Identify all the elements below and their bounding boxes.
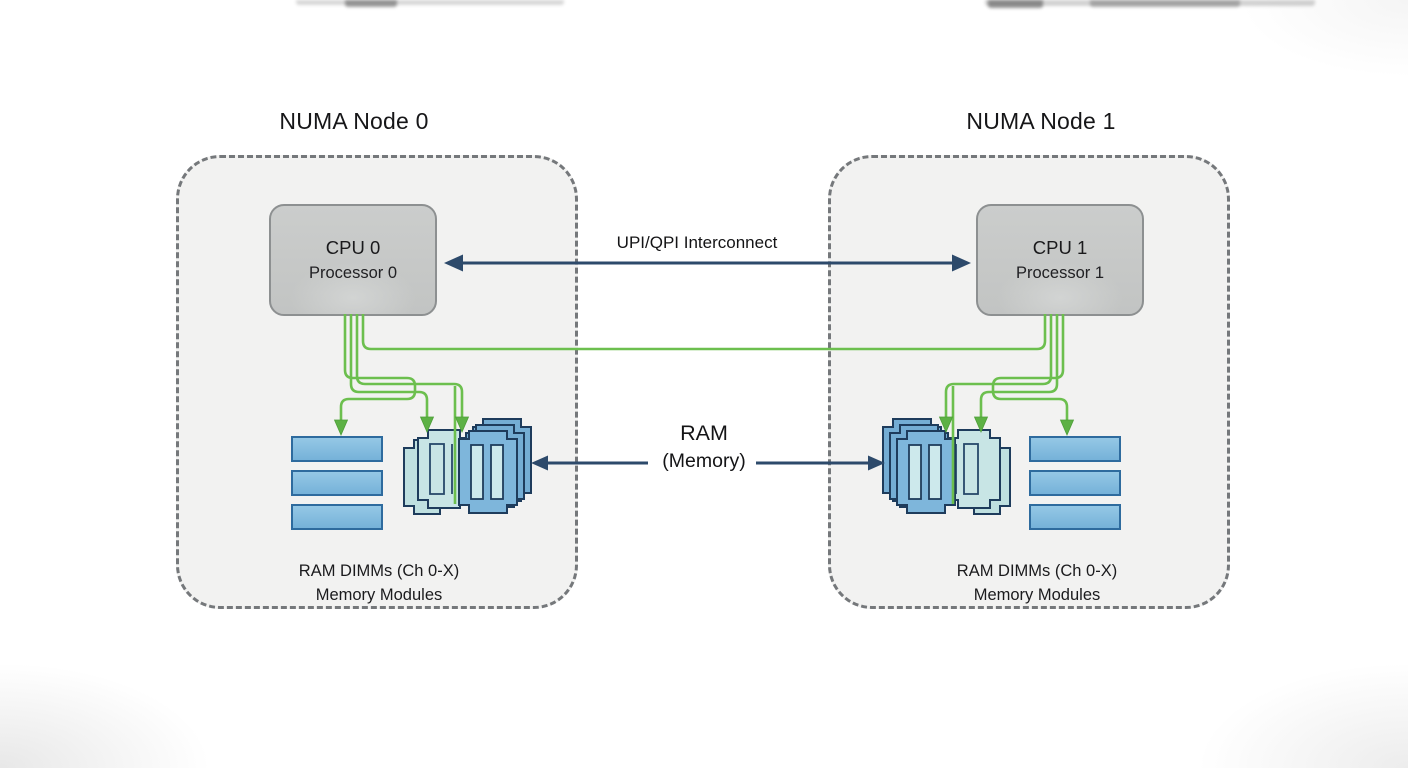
- cpu0-to-modules-link-1: [349, 314, 429, 417]
- cpu-0-box: CPU 0 Processor 0: [269, 204, 437, 316]
- top-edge-artifact: [345, 0, 397, 7]
- upi-arrowhead-right: [952, 254, 971, 272]
- node-1-caption-line-2: Memory Modules: [973, 586, 1101, 604]
- node-1-caption-line-1: RAM DIMMs (Ch 0-X): [956, 562, 1118, 580]
- top-edge-artifact: [1090, 0, 1240, 7]
- ram-label-line-1: RAM: [680, 421, 728, 445]
- cpu1-to-modules-link-1: [979, 314, 1059, 417]
- memory-module-cluster-node-0: [403, 418, 532, 515]
- dimm-bar: [1029, 436, 1121, 462]
- dimm-bar-stack-node-0: [291, 436, 383, 530]
- upi-arrowhead-left: [444, 254, 463, 272]
- cpu-1-subtitle: Processor 1: [1015, 264, 1105, 282]
- dimm-bar: [291, 436, 383, 462]
- ram-arrow-right: [756, 455, 885, 471]
- cpu-1-box: CPU 1 Processor 1: [976, 204, 1144, 316]
- green-arrowhead: [454, 416, 470, 434]
- dimm-bar: [1029, 504, 1121, 530]
- module-slot: [928, 444, 942, 500]
- cpu1-to-dimm-bars-link: [991, 314, 1069, 421]
- green-arrowhead: [333, 419, 349, 437]
- green-arrowhead: [938, 416, 954, 434]
- cpu-1-name: CPU 1: [1032, 237, 1088, 258]
- module-slot: [429, 443, 445, 495]
- ram-arrowhead-right: [868, 455, 885, 471]
- memory-module-card-blue: [458, 430, 518, 514]
- cpu0-to-dimm-bars-link: [339, 314, 417, 421]
- memory-module-cluster-node-1: [882, 418, 1011, 515]
- top-edge-artifact: [296, 0, 564, 5]
- dimm-bar: [291, 470, 383, 496]
- ram-arrowhead-left: [531, 455, 548, 471]
- memory-channel-links-node-1: [938, 314, 1075, 504]
- dimm-bar: [291, 504, 383, 530]
- cpu0-cpu1-memory-link: [361, 314, 1047, 351]
- ram-arrow-left: [531, 455, 648, 471]
- top-edge-artifact: [988, 0, 1043, 8]
- cpu-0-subtitle: Processor 0: [308, 264, 398, 282]
- cpu1-to-modules-link-2: [944, 314, 1053, 417]
- green-arrowhead: [419, 416, 435, 434]
- node-0-caption-line-2: Memory Modules: [315, 586, 443, 604]
- upi-qpi-label: UPI/QPI Interconnect: [616, 233, 778, 252]
- numa-node-0-title: NUMA Node 0: [279, 108, 429, 134]
- module-slot: [908, 444, 922, 500]
- cpu-0-name: CPU 0: [325, 237, 381, 258]
- module-slot: [490, 444, 504, 500]
- ram-label-line-2: (Memory): [662, 450, 746, 472]
- cpu0-to-modules-link-2: [355, 314, 464, 417]
- numa-node-0-panel: [176, 155, 578, 609]
- top-edge-artifact: [985, 0, 1315, 6]
- dimm-bar: [1029, 470, 1121, 496]
- node-0-caption-line-1: RAM DIMMs (Ch 0-X): [298, 562, 460, 580]
- memory-module-card-blue: [896, 430, 956, 514]
- node-0-caption: RAM DIMMs (Ch 0-X) Memory Modules: [175, 559, 583, 607]
- module-slot: [963, 443, 979, 495]
- ram-memory-label: RAM (Memory): [604, 421, 804, 473]
- numa-node-1-title: NUMA Node 1: [966, 108, 1116, 134]
- upi-qpi-arrow: [444, 254, 971, 272]
- green-arrowhead: [973, 416, 989, 434]
- module-slot: [470, 444, 484, 500]
- node-1-caption: RAM DIMMs (Ch 0-X) Memory Modules: [833, 559, 1241, 607]
- dimm-bar-stack-node-1: [1029, 436, 1121, 530]
- green-arrowhead: [1059, 419, 1075, 437]
- memory-channel-links-node-0: [333, 314, 470, 504]
